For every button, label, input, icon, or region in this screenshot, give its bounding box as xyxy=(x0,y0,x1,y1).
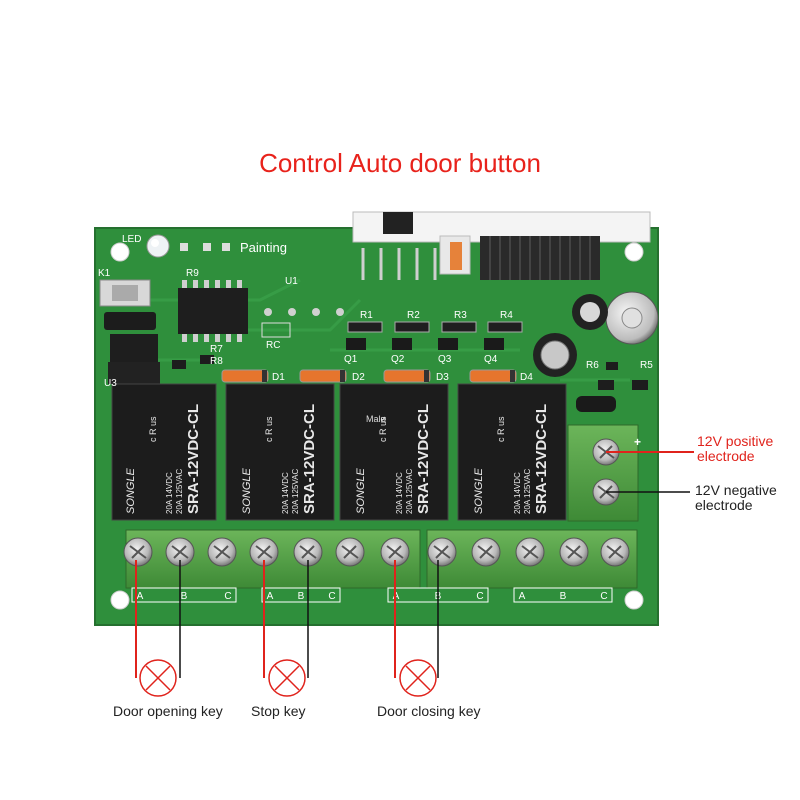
screw-slot xyxy=(388,545,402,559)
silk-transistor-label: Q4 xyxy=(484,354,498,365)
relay-spec-label: 20A 14VDC xyxy=(513,472,522,514)
terminal-group-letter: A xyxy=(137,591,144,602)
caption-door-opening: Door opening key xyxy=(113,703,223,719)
screw-slot xyxy=(567,545,581,559)
diode-row xyxy=(221,369,517,383)
mounting-hole xyxy=(624,242,644,262)
screw-slot xyxy=(301,545,315,559)
relay-spec-label: 20A 14VDC xyxy=(395,472,404,514)
silk-k1-label: K1 xyxy=(98,268,111,279)
caption-12v-negative: 12V negative electrode xyxy=(695,482,777,513)
screw-slot xyxy=(257,545,271,559)
terminal-group-outline xyxy=(131,587,237,603)
silk-r9-label: R9 xyxy=(186,268,199,279)
screw-slot xyxy=(131,545,145,559)
silk-r7-label: R7 xyxy=(210,344,223,355)
relay-spec-label: 20A 125VAC xyxy=(291,469,300,514)
relay-brand-label: SONGLE xyxy=(473,467,485,514)
silk-rc-label: RC xyxy=(266,340,280,351)
terminal-group-letter: C xyxy=(600,591,607,602)
relay-cert-label: c R us xyxy=(496,416,506,442)
relay-brand-label: SONGLE xyxy=(355,467,367,514)
terminal-group-letter: C xyxy=(224,591,231,602)
relay-spec-label: 20A 125VAC xyxy=(175,469,184,514)
silk-r5-label: R5 xyxy=(640,360,653,371)
relay-model-label: SRA-12VDC-CL xyxy=(185,404,202,514)
silk-male-label: Male xyxy=(366,414,386,424)
relay-3 xyxy=(339,383,449,521)
relay-spec-label: 20A 14VDC xyxy=(165,472,174,514)
resistor-row xyxy=(347,321,523,333)
terminal-group-letter: B xyxy=(181,591,188,602)
relay-spec-label: 20A 125VAC xyxy=(523,469,532,514)
silk-diode-label: D1 xyxy=(272,372,285,383)
key-symbol-cross xyxy=(405,665,431,691)
silk-transistor-label: Q2 xyxy=(391,354,405,365)
screw-slot xyxy=(608,545,622,559)
relay-brand-label: SONGLE xyxy=(125,467,137,514)
relay-model-label: SRA-12VDC-CL xyxy=(533,404,550,514)
relay-model-label: SRA-12VDC-CL xyxy=(301,404,318,514)
silk-r8-label: R8 xyxy=(210,356,223,367)
decoder-ic xyxy=(178,288,248,334)
relay-2 xyxy=(225,383,335,521)
silk-transistor-label: Q3 xyxy=(438,354,452,365)
relay-spec-label: 20A 125VAC xyxy=(405,469,414,514)
screw-slot xyxy=(215,545,229,559)
terminal-group-letter: C xyxy=(476,591,483,602)
caption-stop-key: Stop key xyxy=(251,703,306,719)
silk-resistor-label: R4 xyxy=(500,310,513,321)
relay-cert-label: c R us xyxy=(264,416,274,442)
caption-12v-positive: 12V positive electrode xyxy=(697,433,774,464)
screw-slot xyxy=(173,545,187,559)
screw-slot xyxy=(479,545,493,559)
caption-door-closing: Door closing key xyxy=(377,703,481,719)
silk-model-label: CHQ-C20X xyxy=(51,470,62,521)
led xyxy=(146,234,170,258)
screw-slot xyxy=(343,545,357,559)
terminal-group-letter: B xyxy=(560,591,567,602)
silk-u3-label: U3 xyxy=(104,378,117,389)
silk-diode-label: D3 xyxy=(436,372,449,383)
screw-slot xyxy=(523,545,537,559)
relay-spec-label: 20A 14VDC xyxy=(281,472,290,514)
silk-r6-label: R6 xyxy=(586,360,599,371)
screw-slot xyxy=(435,545,449,559)
terminal-group-letter: C xyxy=(328,591,335,602)
relay-cert-label: c R us xyxy=(148,416,158,442)
terminal-group-outline xyxy=(261,587,341,603)
silk-painting-label: Painting xyxy=(240,240,287,255)
terminal-group-letter: A xyxy=(267,591,274,602)
terminal-group-letter: A xyxy=(393,591,400,602)
silk-transistor-label: Q1 xyxy=(344,354,358,365)
terminal-group-letter: A xyxy=(519,591,526,602)
terminal-group-letter: B xyxy=(298,591,305,602)
relay-model-label: SRA-12VDC-CL xyxy=(415,404,432,514)
silk-resistor-label: R3 xyxy=(454,310,467,321)
silk-resistor-label: R1 xyxy=(360,310,373,321)
terminal-group-outline xyxy=(513,587,613,603)
silk-diode-label: D4 xyxy=(520,372,533,383)
terminal-plus-label: + xyxy=(634,435,641,449)
silk-u1-label: U1 xyxy=(285,276,298,287)
silk-diode-label: D2 xyxy=(352,372,365,383)
key-symbol-cross xyxy=(145,665,171,691)
mounting-hole xyxy=(110,242,130,262)
relay-brand-label: SONGLE xyxy=(241,467,253,514)
mounting-hole xyxy=(110,590,130,610)
key-symbol-cross xyxy=(274,665,300,691)
relay-1 xyxy=(111,383,217,521)
silk-resistor-label: R2 xyxy=(407,310,420,321)
diagram-title: Control Auto door button xyxy=(259,148,541,178)
silk-led-label: LED xyxy=(122,234,141,245)
relay-group xyxy=(111,383,567,521)
mounting-hole xyxy=(624,590,644,610)
relay-cert-label: c R us xyxy=(378,416,388,442)
relay-4 xyxy=(457,383,567,521)
